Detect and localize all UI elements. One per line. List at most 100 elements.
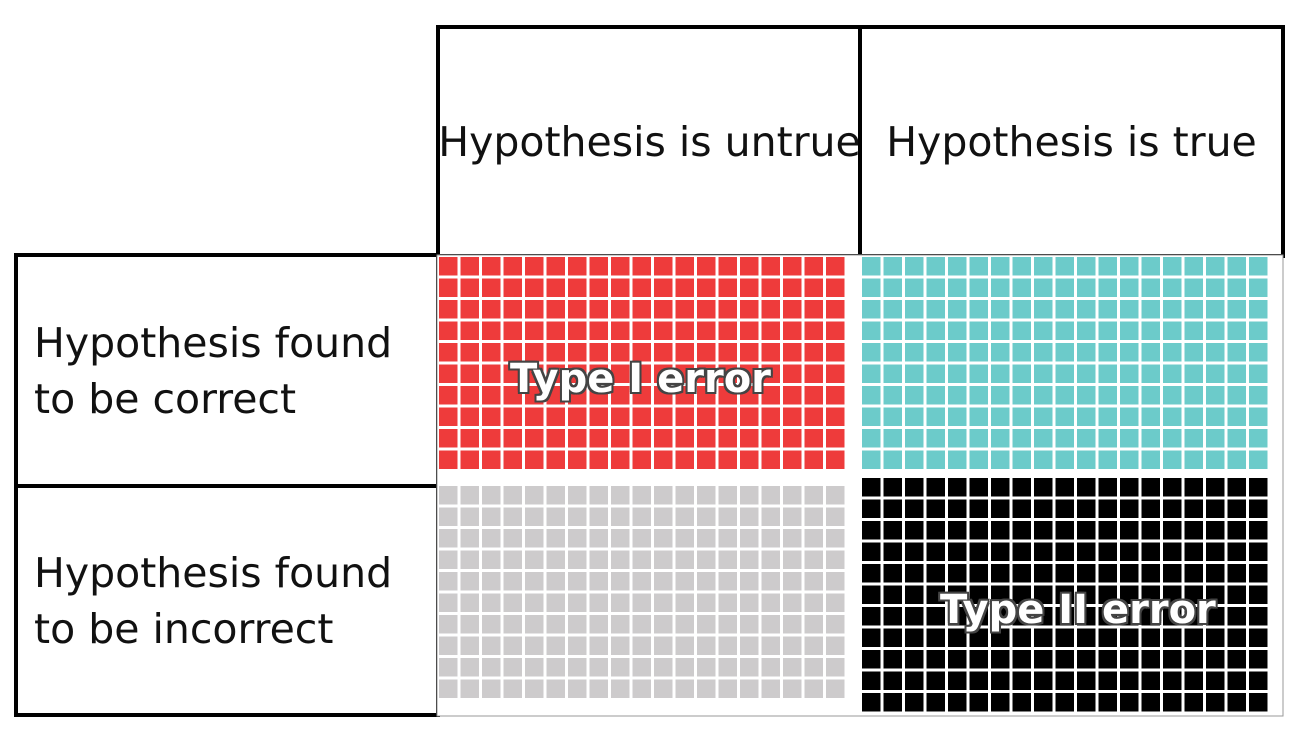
tile-untrue-correct [761, 429, 780, 448]
tile-true-correct [1077, 300, 1096, 319]
tile-untrue-correct [482, 364, 501, 383]
tile-true-correct [991, 321, 1010, 340]
type-1-error-label: Type I error [510, 356, 771, 402]
tile-true-correct [1206, 257, 1225, 276]
tile-true-correct [1227, 429, 1246, 448]
tile-untrue-correct [503, 450, 522, 469]
tile-true-incorrect [1141, 478, 1160, 497]
tile-true-correct [926, 257, 945, 276]
tile-untrue-incorrect [568, 679, 587, 698]
tile-true-correct [1206, 321, 1225, 340]
tile-true-correct [1249, 450, 1268, 469]
tile-true-incorrect [1034, 521, 1053, 540]
tile-untrue-incorrect [740, 636, 759, 655]
tile-true-incorrect [1055, 607, 1074, 626]
tile-true-incorrect [862, 585, 881, 604]
tile-true-incorrect [948, 542, 967, 561]
tile-untrue-correct [460, 300, 479, 319]
tile-untrue-correct [546, 407, 565, 426]
tile-untrue-correct [503, 257, 522, 276]
tile-true-correct [969, 407, 988, 426]
tile-true-incorrect [1141, 607, 1160, 626]
tile-true-correct [1227, 257, 1246, 276]
tile-untrue-correct [525, 407, 544, 426]
tile-true-incorrect [1120, 693, 1139, 712]
tile-true-incorrect [1077, 671, 1096, 690]
tile-untrue-incorrect [783, 572, 802, 591]
tile-true-correct [1163, 407, 1182, 426]
tile-untrue-incorrect [482, 658, 501, 677]
tile-untrue-correct [503, 364, 522, 383]
tile-untrue-correct [525, 257, 544, 276]
tile-untrue-incorrect [611, 593, 630, 612]
tile-untrue-incorrect [546, 529, 565, 548]
tile-untrue-correct [460, 364, 479, 383]
tile-true-correct [1077, 364, 1096, 383]
tile-true-correct [1163, 386, 1182, 405]
tile-true-incorrect [1120, 650, 1139, 669]
tile-untrue-incorrect [761, 529, 780, 548]
tile-untrue-incorrect [718, 550, 737, 569]
tile-true-correct [1098, 257, 1117, 276]
tile-untrue-correct [503, 407, 522, 426]
tile-untrue-correct [654, 321, 673, 340]
tile-untrue-incorrect [439, 507, 458, 526]
tile-true-incorrect [1141, 671, 1160, 690]
tile-true-incorrect [1077, 499, 1096, 518]
tile-untrue-correct [568, 321, 587, 340]
tile-untrue-correct [439, 407, 458, 426]
tile-untrue-correct [503, 321, 522, 340]
tile-true-incorrect [1184, 693, 1203, 712]
tile-true-correct [1206, 386, 1225, 405]
tile-untrue-incorrect [503, 615, 522, 634]
tile-true-correct [1227, 386, 1246, 405]
tile-true-correct [991, 364, 1010, 383]
tile-untrue-incorrect [654, 572, 673, 591]
tile-untrue-incorrect [783, 658, 802, 677]
tile-true-correct [948, 450, 967, 469]
tile-untrue-correct [439, 278, 458, 297]
tile-true-correct [1184, 386, 1203, 405]
tile-true-incorrect [1077, 521, 1096, 540]
tile-true-incorrect [905, 499, 924, 518]
tile-untrue-correct [697, 407, 716, 426]
tile-true-incorrect [1227, 650, 1246, 669]
tile-untrue-correct [826, 450, 845, 469]
tile-untrue-incorrect [460, 615, 479, 634]
tile-untrue-incorrect [718, 486, 737, 505]
tile-true-incorrect [905, 650, 924, 669]
tile-untrue-incorrect [460, 593, 479, 612]
tile-true-correct [1012, 278, 1031, 297]
tile-untrue-incorrect [546, 615, 565, 634]
tile-true-correct [1055, 257, 1074, 276]
tile-untrue-incorrect [654, 529, 673, 548]
tile-true-correct [1098, 386, 1117, 405]
tile-true-correct [1077, 386, 1096, 405]
tile-true-incorrect [1249, 650, 1268, 669]
tile-true-incorrect [1184, 564, 1203, 583]
tile-true-correct [1163, 429, 1182, 448]
tile-true-incorrect [883, 628, 902, 647]
tile-untrue-correct [718, 450, 737, 469]
tile-true-correct [948, 321, 967, 340]
tile-true-incorrect [1012, 499, 1031, 518]
tile-true-correct [1141, 278, 1160, 297]
tile-untrue-correct [783, 364, 802, 383]
tile-untrue-correct [525, 429, 544, 448]
tile-untrue-incorrect [482, 486, 501, 505]
tile-untrue-incorrect [632, 593, 651, 612]
tile-true-incorrect [969, 499, 988, 518]
tile-true-correct [1184, 407, 1203, 426]
tile-untrue-correct [611, 450, 630, 469]
tile-untrue-correct [826, 343, 845, 362]
tile-untrue-correct [783, 407, 802, 426]
tile-true-correct [991, 300, 1010, 319]
tile-untrue-correct [568, 429, 587, 448]
tile-untrue-correct [740, 429, 759, 448]
tile-true-incorrect [883, 564, 902, 583]
tile-true-correct [1012, 257, 1031, 276]
tile-untrue-incorrect [439, 529, 458, 548]
tile-untrue-incorrect [740, 550, 759, 569]
tile-true-incorrect [926, 628, 945, 647]
tile-untrue-correct [675, 429, 694, 448]
